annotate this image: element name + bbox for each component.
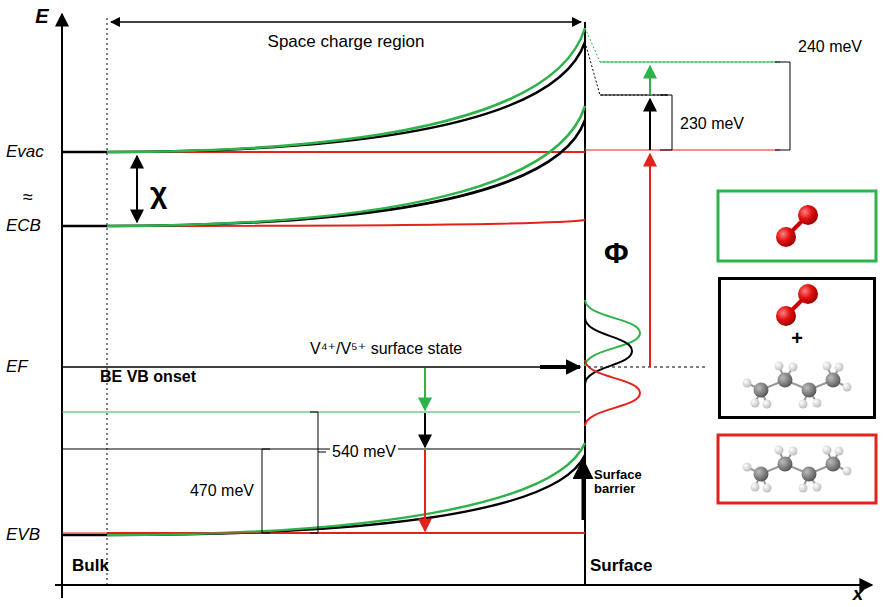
level-label: ECB (4, 217, 43, 236)
level-label: Evac (4, 143, 46, 162)
molecule-box: + (718, 277, 876, 419)
level-label: EVB (4, 526, 42, 545)
region-label: Space charge region (266, 33, 427, 52)
level-label: EF (4, 358, 30, 377)
symbol-label: Φ (602, 236, 631, 269)
onset-label: BE VB onset (98, 368, 198, 386)
axis-label: x (851, 584, 866, 605)
region-label: Bulk (70, 557, 111, 576)
energy-label: 540 meV (330, 443, 398, 461)
energy-label: 240 meV (796, 38, 864, 56)
state-label: V⁴⁺/V⁵⁺ surface state (308, 340, 464, 358)
plus-sign: + (791, 328, 803, 348)
symbol-label: χ (148, 176, 169, 209)
energy-label: 470 meV (188, 482, 256, 500)
region-label: Surface (588, 557, 654, 576)
annotation-label: Surface barrier (592, 468, 666, 497)
energy-label: 230 meV (678, 115, 746, 133)
break-symbol: ≈ (21, 188, 35, 208)
axis-label: E (33, 5, 50, 27)
